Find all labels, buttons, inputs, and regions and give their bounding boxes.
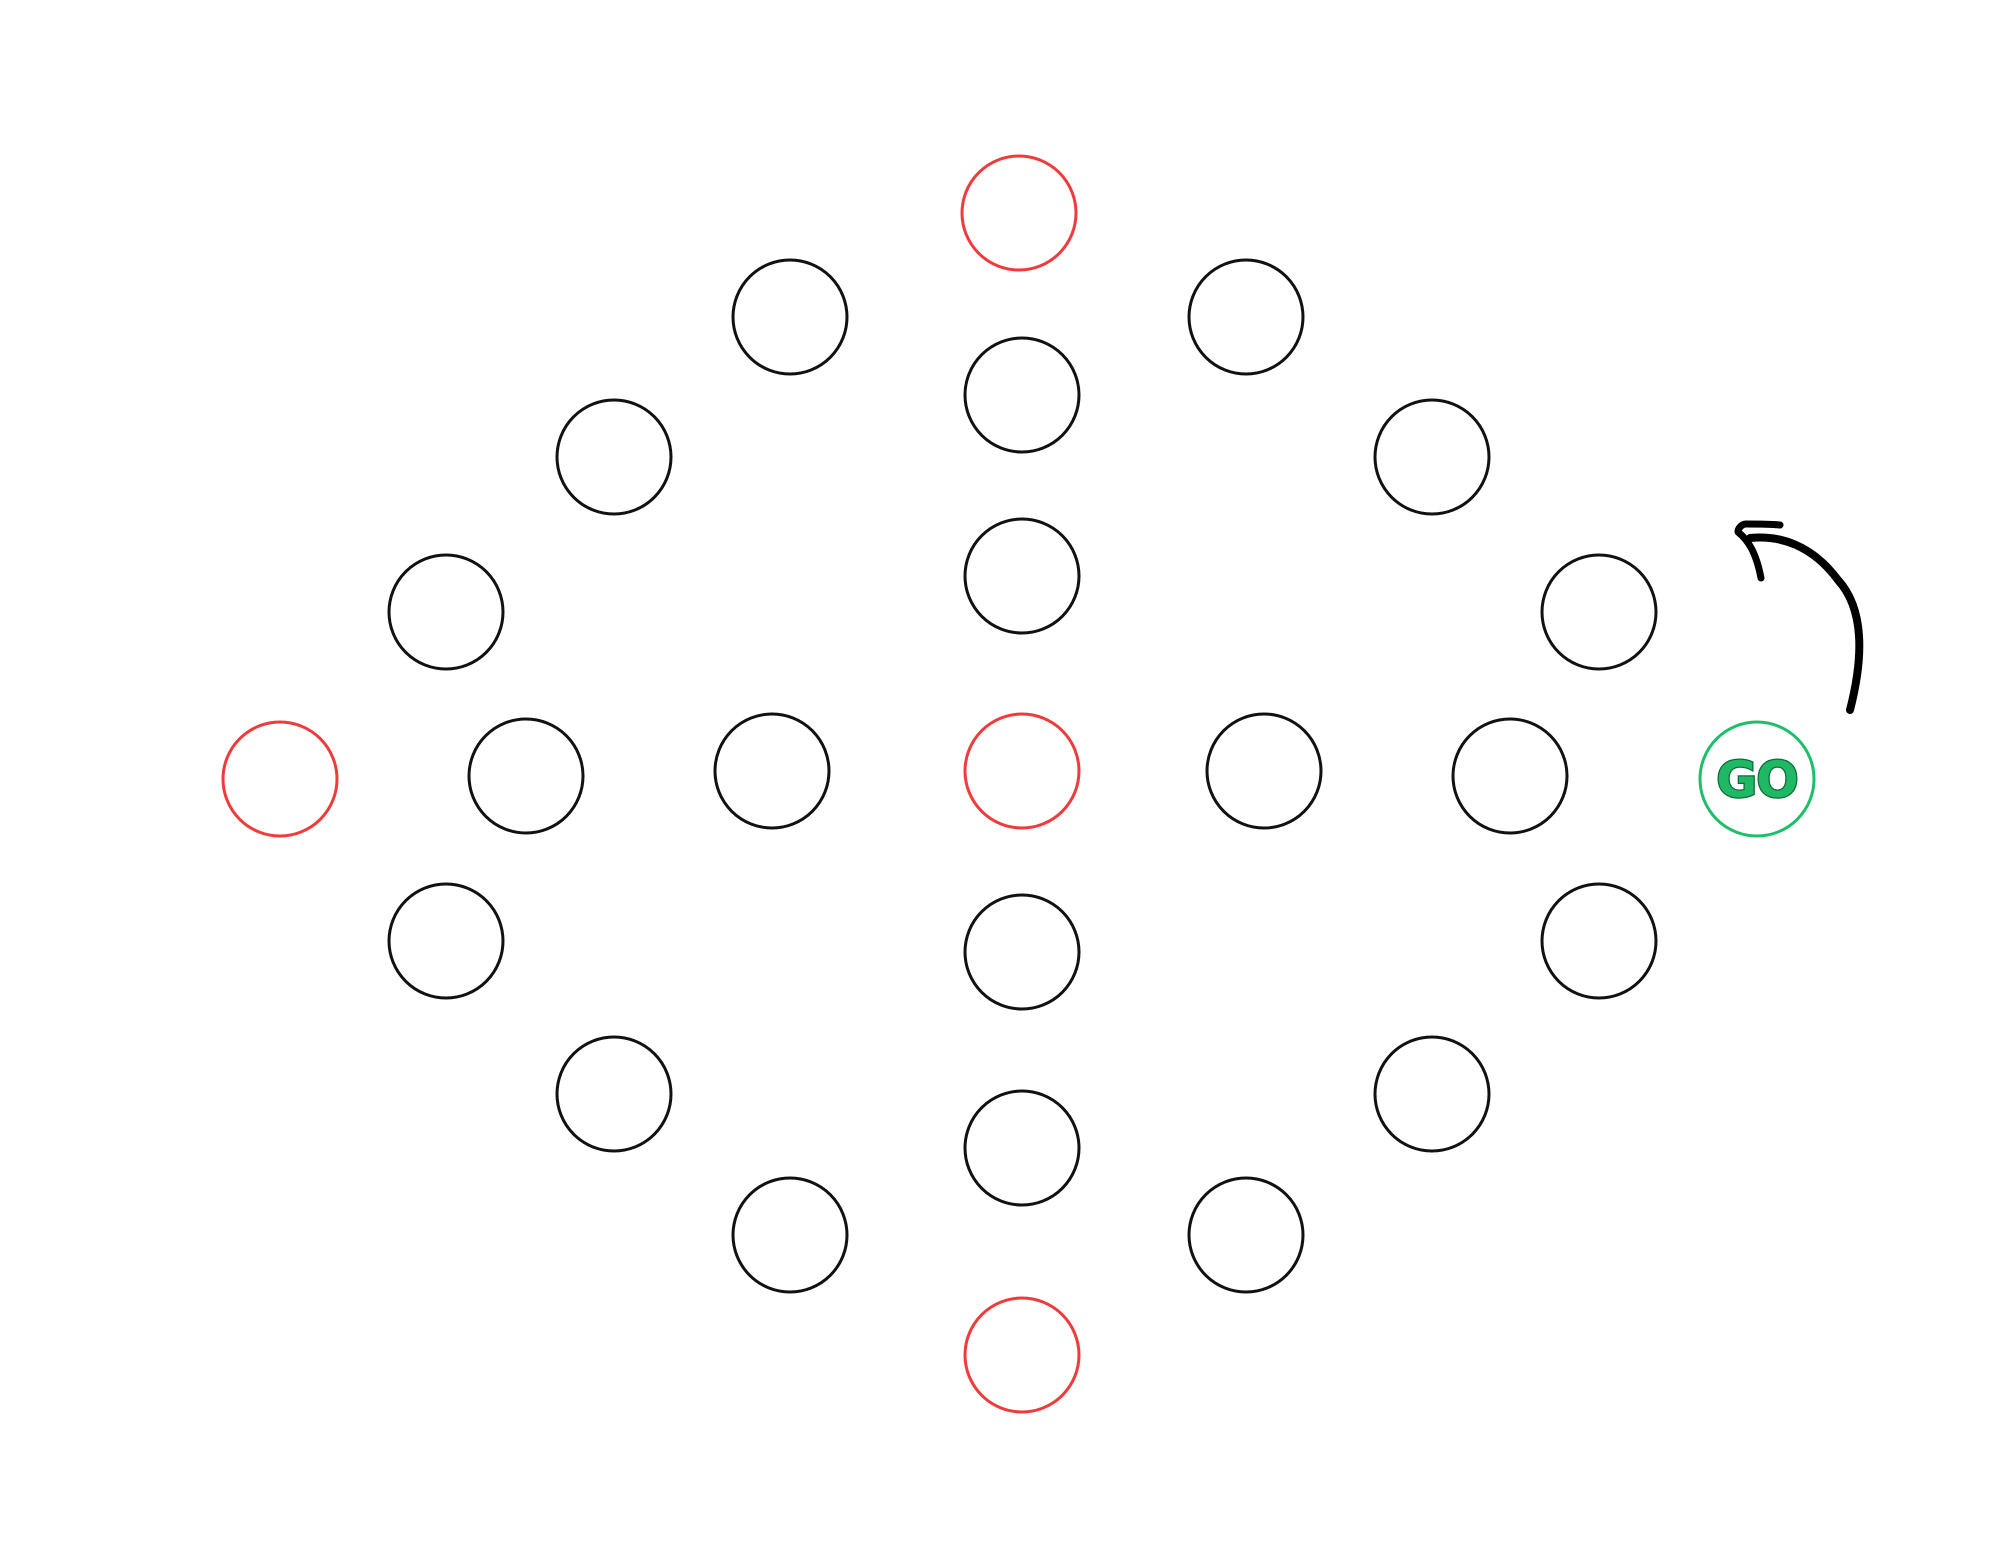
board-space[interactable] <box>1187 1176 1305 1294</box>
board-space[interactable] <box>731 258 849 376</box>
board-space[interactable] <box>1205 712 1323 830</box>
start-label: GO <box>1716 751 1798 809</box>
board-space[interactable] <box>963 336 1081 454</box>
board-space[interactable] <box>1451 717 1569 835</box>
board-space[interactable] <box>1373 1035 1491 1153</box>
start-space[interactable]: GO <box>1698 720 1816 838</box>
direction-arrow-icon <box>1734 520 1864 714</box>
board-space[interactable] <box>555 398 673 516</box>
board-space[interactable] <box>387 882 505 1000</box>
board-space[interactable] <box>1373 398 1491 516</box>
board-space[interactable] <box>555 1035 673 1153</box>
board-space[interactable] <box>1540 553 1658 671</box>
board-space[interactable] <box>1187 258 1305 376</box>
board-space[interactable] <box>713 712 831 830</box>
board-space[interactable] <box>467 717 585 835</box>
board-space[interactable] <box>963 517 1081 635</box>
board-space[interactable] <box>387 553 505 671</box>
board-space[interactable] <box>1540 882 1658 1000</box>
special-space-center[interactable] <box>963 712 1081 830</box>
special-space-left[interactable] <box>221 720 339 838</box>
special-space-top[interactable] <box>960 154 1078 272</box>
board-space[interactable] <box>963 893 1081 1011</box>
board-space[interactable] <box>731 1176 849 1294</box>
special-space-bottom[interactable] <box>963 1296 1081 1414</box>
board-space[interactable] <box>963 1089 1081 1207</box>
